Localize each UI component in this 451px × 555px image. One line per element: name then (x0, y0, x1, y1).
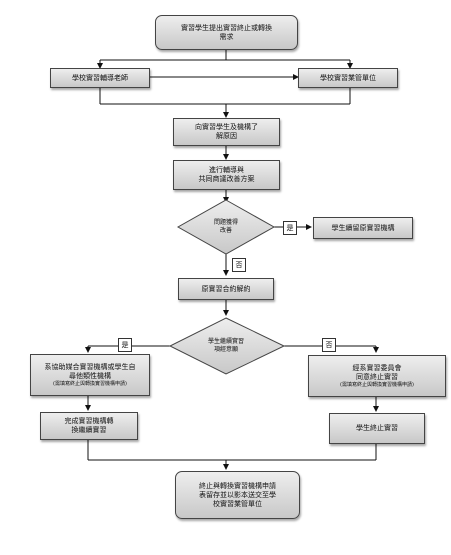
understand-node: 向實習學生及機構了 解原因 (173, 118, 280, 146)
decision-diamond-continue (168, 317, 286, 375)
counsel-node: 進行輔導與 共同商議改善方案 (173, 160, 280, 190)
stop-text: 學生終止實習 (356, 424, 398, 432)
continue-question-line-2: 項經意願 (213, 346, 238, 353)
stay-node: 學生續留原實習機構 (313, 217, 413, 239)
yes-label-resolved: 是 (283, 221, 297, 235)
no-label-resolved: 否 (232, 258, 246, 272)
transfer-text-line-2: 尋他類性機構 (69, 371, 111, 380)
resolved-question-line-1: 問題獲得 (213, 219, 238, 226)
unit-text: 學校實習業管單位 (320, 73, 376, 82)
no-label-continue: 否 (322, 338, 336, 352)
transfer-node: 系協助媒合實習機構或學生自 尋他類性機構 (需填寫終止與轉換實習機構申請) (30, 354, 150, 396)
continue-question-line-1: 學生繼續實習 (207, 338, 244, 345)
start-text-line-1: 實習學生提出實習終止或轉換 (181, 23, 272, 32)
start-text-line-2: 需求 (219, 32, 234, 41)
terminate-node: 原實習合約解約 (178, 278, 274, 300)
unit-node: 學校實習業管單位 (298, 68, 398, 88)
terminate-text: 原實習合約解約 (201, 284, 251, 293)
transfer-note: (需填寫終止與轉換實習機構申請) (53, 380, 127, 387)
committee-note: (需填寫終止與轉換實習機構申請) (340, 381, 414, 388)
final-node: 終止與轉換實習機構申請 表留存並以影本送交至學 校實習業管單位 (175, 471, 300, 519)
yes-label-continue: 是 (118, 338, 132, 352)
committee-node: 經系實習委員會 同意終止實習 (需填寫終止與轉換實習機構申請) (308, 355, 446, 397)
final-text-line-2: 表留存並以影本送交至學 (199, 490, 276, 499)
counsel-text-line-1: 進行輔導與 (209, 166, 244, 174)
start-node: 實習學生提出實習終止或轉換 需求 (155, 15, 298, 50)
final-text-line-1: 終止與轉換實習機構申請 (199, 481, 276, 490)
finish-transfer-line-2: 換繼續實習 (71, 426, 107, 434)
committee-text-line-2: 同意終止實習 (356, 372, 398, 381)
transfer-text-line-1: 系協助媒合實習機構或學生自 (44, 362, 136, 371)
counsel-text-line-2: 共同商議改善方案 (198, 175, 255, 183)
understand-text-line-2: 解原因 (216, 132, 237, 140)
stay-text: 學生續留原實習機構 (331, 223, 395, 232)
decision-diamond-resolved (176, 199, 276, 255)
advisor-text: 學校實習輔導老師 (72, 73, 128, 82)
finish-transfer-node: 完成實習機構轉 換繼續實習 (40, 412, 138, 440)
finish-transfer-line-1: 完成實習機構轉 (64, 417, 114, 425)
stop-node: 學生終止實習 (329, 413, 425, 444)
final-text-line-3: 校實習業管單位 (213, 499, 262, 508)
understand-text-line-1: 向實習學生及機構了 (195, 123, 258, 131)
continue-question: 學生繼續實習 項經意願 (191, 338, 261, 354)
resolved-question-line-2: 改善 (219, 227, 232, 234)
resolved-question: 問題獲得 改善 (196, 219, 256, 235)
committee-text-line-1: 經系實習委員會 (352, 363, 402, 372)
advisor-node: 學校實習輔導老師 (50, 68, 150, 88)
